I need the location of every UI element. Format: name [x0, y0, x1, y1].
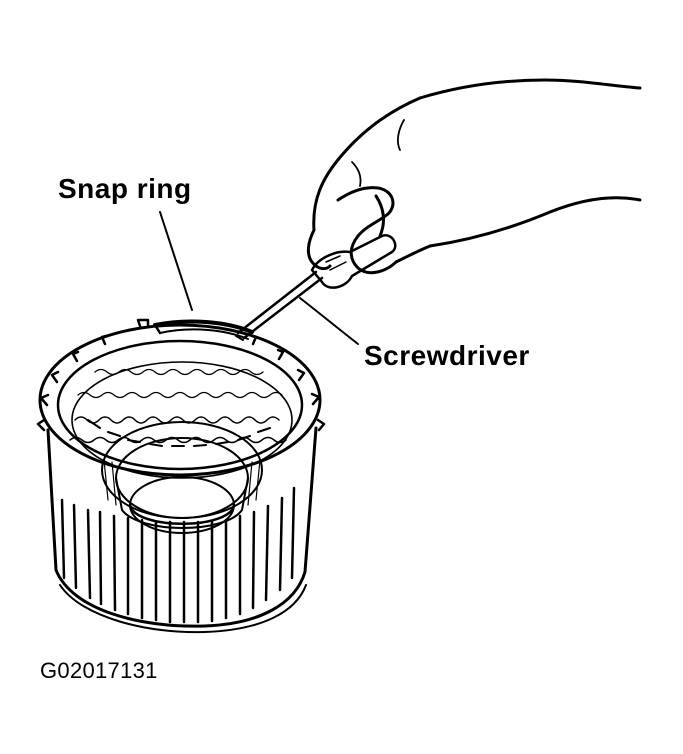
- figure-id: G02017131: [40, 658, 158, 683]
- drum-spline-teeth: [36, 318, 326, 624]
- screwdriver-leader-line: [299, 297, 359, 345]
- clutch-drum: [38, 323, 322, 634]
- hand: [306, 78, 642, 275]
- snap-ring-label: Snap ring: [58, 173, 192, 204]
- screwdriver: [235, 234, 397, 341]
- snap-ring-leader-line: [159, 211, 193, 311]
- screwdriver-label: Screwdriver: [364, 340, 530, 371]
